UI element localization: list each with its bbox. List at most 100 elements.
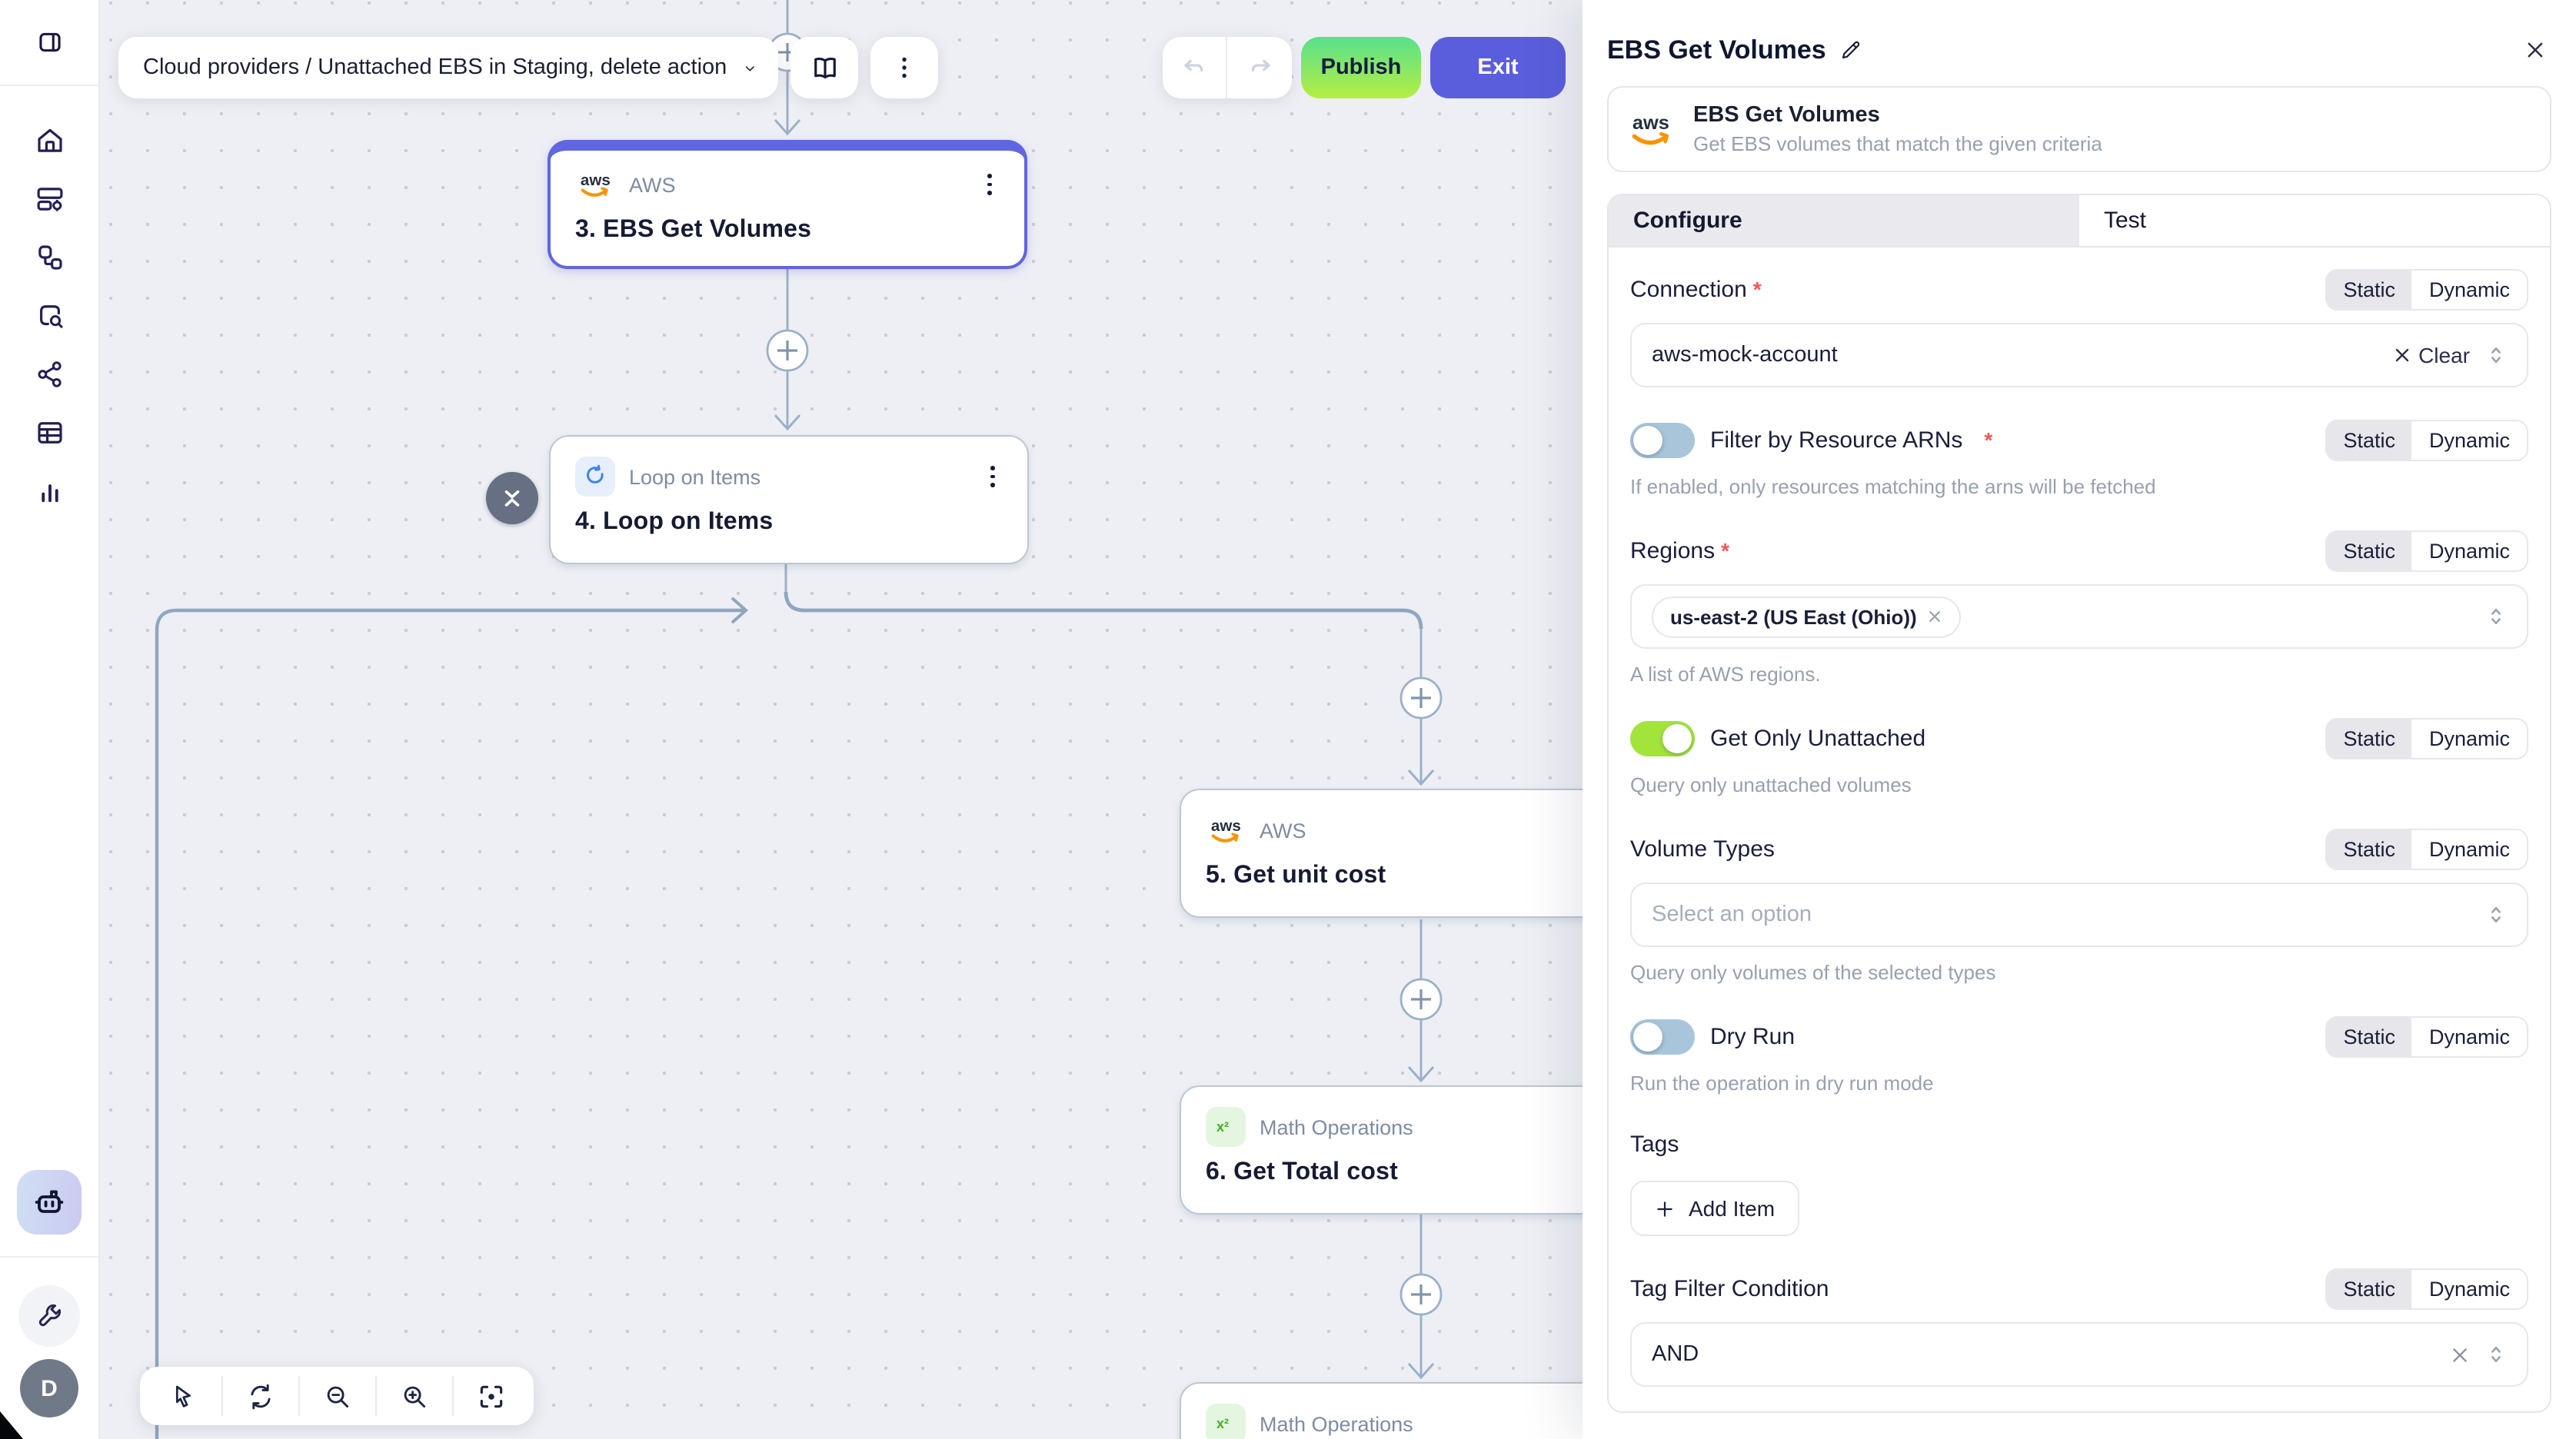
region-chip[interactable]: us-east-2 (US East (Ohio)) bbox=[1652, 596, 1962, 637]
mode-dynamic[interactable]: Dynamic bbox=[2411, 829, 2527, 868]
action-name: EBS Get Volumes bbox=[1693, 103, 1880, 128]
home-icon bbox=[37, 128, 62, 151]
sidebar-item-builder-active[interactable] bbox=[17, 1170, 82, 1235]
node-app-label: Math Operations bbox=[1260, 1412, 1413, 1435]
mode-dynamic[interactable]: Dynamic bbox=[2411, 1269, 2527, 1308]
regions-multiselect[interactable]: us-east-2 (US East (Ohio)) bbox=[1630, 584, 2528, 649]
get-only-unattached-toggle[interactable] bbox=[1630, 720, 1695, 756]
sidebar-toggle-button[interactable] bbox=[18, 13, 80, 71]
mode-dynamic[interactable]: Dynamic bbox=[2411, 270, 2527, 308]
bar-chart-icon bbox=[41, 484, 58, 502]
mode-static[interactable]: Static bbox=[2326, 1269, 2412, 1308]
filter-arns-toggle[interactable] bbox=[1630, 422, 1695, 457]
panel-toggle-icon bbox=[38, 32, 60, 52]
plus-icon bbox=[1657, 1201, 1672, 1216]
cursor-icon bbox=[175, 1384, 190, 1407]
field-helper: Query only volumes of the selected types bbox=[1630, 961, 1996, 984]
field-filter-arns-header: Filter by Resource ARNs * Static Dynamic bbox=[1630, 418, 2528, 461]
table-icon bbox=[37, 421, 62, 443]
field-connection-header: Connection * Static Dynamic bbox=[1630, 268, 2528, 311]
node-ebs-get-volumes[interactable]: aws AWS 3. EBS Get Volumes bbox=[547, 140, 1027, 269]
focus-center-icon bbox=[480, 1384, 503, 1407]
sidebar-item-tools[interactable] bbox=[18, 1285, 80, 1347]
mode-dynamic[interactable]: Dynamic bbox=[2411, 420, 2527, 459]
chevron-down-icon bbox=[745, 65, 754, 71]
add-tag-item-button[interactable]: Add Item bbox=[1630, 1181, 1800, 1236]
clear-x-icon[interactable] bbox=[2450, 1344, 2470, 1364]
docs-book-button[interactable] bbox=[790, 37, 858, 98]
node-title: 4. Loop on Items bbox=[575, 509, 774, 535]
mode-static[interactable]: Static bbox=[2326, 420, 2412, 459]
required-marker: * bbox=[1721, 538, 1729, 563]
svg-text:aws: aws bbox=[1632, 112, 1669, 134]
mode-static[interactable]: Static bbox=[2326, 1017, 2412, 1055]
sidebar-item-explorer[interactable] bbox=[18, 286, 80, 344]
undo-button[interactable] bbox=[1163, 37, 1227, 98]
mode-dynamic[interactable]: Dynamic bbox=[2411, 719, 2527, 757]
dry-run-toggle[interactable] bbox=[1630, 1019, 1695, 1054]
select-cursor-tool[interactable] bbox=[145, 1376, 221, 1416]
field-get-only-unattached-header: Get Only Unattached Static Dynamic bbox=[1630, 716, 2528, 759]
close-panel-button[interactable] bbox=[2519, 34, 2551, 66]
sidebar-item-insights[interactable] bbox=[18, 461, 80, 520]
math-operations-icon: x² bbox=[1206, 1107, 1246, 1147]
node-loop-on-items[interactable]: Loop on Items 4. Loop on Items bbox=[549, 435, 1029, 564]
aws-icon: aws bbox=[1206, 810, 1246, 850]
mode-dynamic[interactable]: Dynamic bbox=[2411, 1017, 2527, 1055]
user-avatar[interactable]: D bbox=[20, 1359, 78, 1417]
chevron-up-down-icon bbox=[2491, 347, 2501, 364]
sidebar-item-tables[interactable] bbox=[18, 403, 80, 461]
sidebar-item-home[interactable] bbox=[18, 111, 80, 169]
node-menu-kebab-icon[interactable] bbox=[980, 169, 1000, 199]
center-focus-tool[interactable] bbox=[452, 1376, 529, 1416]
refresh-layout-tool[interactable] bbox=[221, 1376, 298, 1416]
chevrons-collapse-icon bbox=[504, 490, 520, 507]
tag-filter-condition-select[interactable]: AND bbox=[1630, 1322, 2528, 1387]
node-get-total-cost[interactable]: x² Math Operations 6. Get Total cost bbox=[1180, 1085, 1659, 1215]
zoom-in-tool[interactable] bbox=[375, 1376, 452, 1416]
mode-static[interactable]: Static bbox=[2326, 719, 2412, 757]
canvas-more-menu-button[interactable] bbox=[870, 37, 938, 98]
field-volume-types-header: Volume Types Static Dynamic bbox=[1630, 827, 2528, 870]
remove-chip-icon[interactable] bbox=[1928, 609, 1943, 624]
svg-text:aws: aws bbox=[581, 171, 611, 189]
exit-button[interactable]: Exit bbox=[1430, 37, 1566, 98]
math-operations-icon: x² bbox=[1206, 1404, 1246, 1439]
edit-pencil-icon[interactable] bbox=[1840, 38, 1863, 61]
clear-x-icon bbox=[2395, 348, 2408, 362]
publish-button[interactable]: Publish bbox=[1301, 37, 1421, 98]
workflow-selector-label: Cloud providers / Unattached EBS in Stag… bbox=[143, 55, 727, 80]
field-helper: If enabled, only resources matching the … bbox=[1630, 475, 2156, 498]
layout-settings-icon bbox=[36, 187, 62, 211]
sidebar-item-dashboard[interactable] bbox=[18, 169, 80, 228]
node-menu-kebab-icon[interactable] bbox=[983, 461, 1003, 491]
redo-button[interactable] bbox=[1227, 37, 1292, 98]
zoom-out-tool[interactable] bbox=[298, 1376, 375, 1416]
sidebar-item-workflows[interactable] bbox=[18, 228, 80, 286]
clear-connection-button[interactable]: Clear bbox=[2392, 343, 2470, 367]
mode-static[interactable]: Static bbox=[2326, 270, 2412, 308]
chevron-up-down-icon bbox=[2491, 608, 2501, 625]
connection-select[interactable]: aws-mock-account Clear bbox=[1630, 323, 2528, 387]
mode-static[interactable]: Static bbox=[2326, 531, 2412, 570]
tab-configure[interactable]: Configure bbox=[1609, 195, 2079, 246]
field-regions-header: Regions * Static Dynamic bbox=[1630, 529, 2528, 572]
node-math-operations[interactable]: x² Math Operations bbox=[1180, 1382, 1659, 1439]
static-dynamic-toggle: Static Dynamic bbox=[2325, 717, 2528, 759]
node-title: 5. Get unit cost bbox=[1206, 862, 1386, 889]
field-tags-header: Tags bbox=[1630, 1122, 2528, 1165]
panel-tabs: Configure Test bbox=[1609, 195, 2550, 248]
sidebar-item-share[interactable] bbox=[18, 344, 80, 403]
collapse-loop-badge[interactable] bbox=[486, 472, 538, 524]
node-app-label: Loop on Items bbox=[629, 465, 761, 488]
field-label: Connection bbox=[1630, 276, 1747, 302]
tab-test[interactable]: Test bbox=[2079, 195, 2550, 246]
mode-dynamic[interactable]: Dynamic bbox=[2411, 531, 2527, 570]
field-helper: Run the operation in dry run mode bbox=[1630, 1072, 1934, 1095]
mode-static[interactable]: Static bbox=[2326, 829, 2412, 868]
workflow-selector-dropdown[interactable]: Cloud providers / Unattached EBS in Stag… bbox=[118, 37, 778, 98]
field-label: Filter by Resource ARNs bbox=[1710, 427, 1963, 453]
volume-types-select[interactable]: Select an option bbox=[1630, 882, 2528, 947]
node-get-unit-cost[interactable]: aws AWS 5. Get unit cost bbox=[1180, 789, 1659, 918]
